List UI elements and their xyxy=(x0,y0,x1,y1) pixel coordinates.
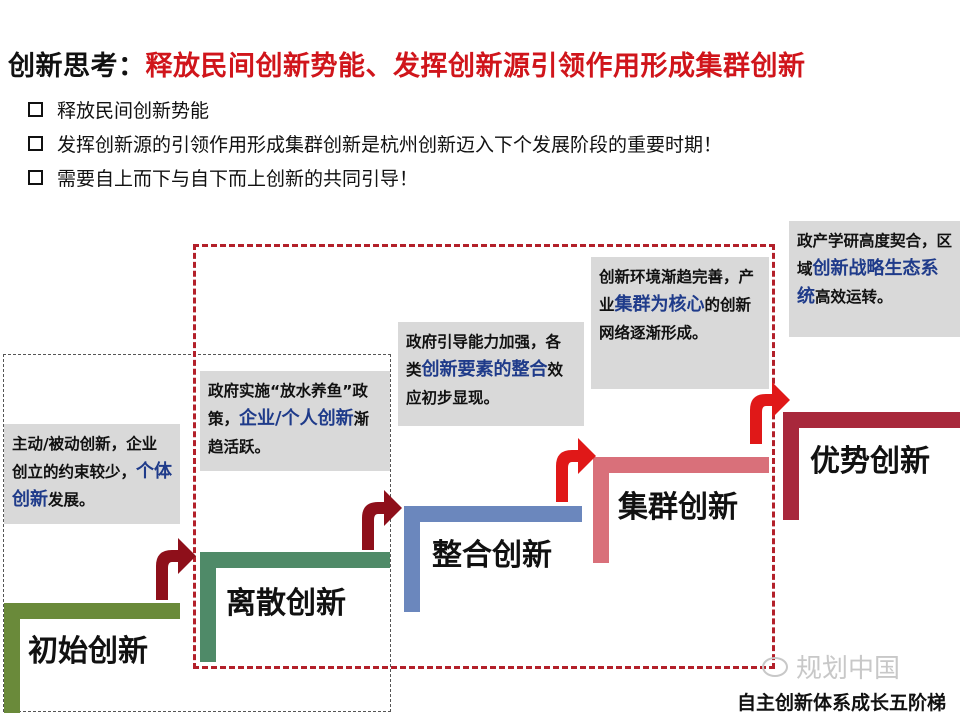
stage-label-3: 整合创新 xyxy=(432,538,552,573)
bullet-item: 释放民间创新势能 xyxy=(28,92,722,126)
step-shape-5 xyxy=(783,412,960,428)
stage-label-5: 优势创新 xyxy=(810,444,930,479)
stage-note-4: 创新环境渐趋完善，产业集群为核心的创新网络逐渐形成。 xyxy=(591,257,769,389)
wechat-icon xyxy=(762,656,788,677)
note-text: 创新环境渐趋完善，产业 xyxy=(599,268,755,314)
curved-up-arrow-icon xyxy=(362,490,402,550)
arrow-path xyxy=(556,438,596,502)
watermark: 规划中国 xyxy=(762,648,900,685)
step-shape-5-post xyxy=(783,412,799,520)
checkbox-square-icon xyxy=(28,101,43,117)
note-text: 发展。 xyxy=(48,491,95,509)
stage-note-3: 政府引导能力加强，各类创新要素的整合效应初步显现。 xyxy=(398,322,584,426)
note-text: 政府引导能力加强，各类 xyxy=(406,333,562,379)
page-title: 创新思考：释放民间创新势能、发挥创新源引领作用形成集群创新 xyxy=(8,44,806,83)
step-shape-3-post xyxy=(404,506,420,612)
stage-label-2: 离散创新 xyxy=(226,586,346,621)
note-text: 政府实施“放水养鱼”政策， xyxy=(208,382,368,428)
step-shape-3 xyxy=(404,506,582,522)
stage-note-5: 政产学研高度契合，区域创新战略生态系统高效运转。 xyxy=(789,221,960,337)
title-lead: 创新思考： xyxy=(8,51,146,82)
diagram-caption: 自主创新体系成长五阶梯 xyxy=(736,692,946,714)
note-text: 的创新网络逐渐形成。 xyxy=(599,296,752,342)
bullet-item: 需要自上而下与自下而上创新的共同引导！ xyxy=(28,160,722,194)
step-shape-2 xyxy=(200,552,390,568)
checkbox-square-icon xyxy=(28,169,43,185)
transition-stage-frame xyxy=(193,244,775,669)
note-text: 主动/被动创新，企业创立的约束较少， xyxy=(12,435,158,481)
note-highlight: 企业/个人创新 xyxy=(239,408,354,429)
bullet-text: 发挥创新源的引领作用形成集群创新是杭州创新迈入下个发展阶段的重要时期！ xyxy=(57,133,723,156)
step-shape-4-post xyxy=(593,457,609,563)
step-shape-1 xyxy=(4,603,180,619)
note-text: 高效运转。 xyxy=(815,288,893,306)
bullet-text: 需要自上而下与自下而上创新的共同引导！ xyxy=(57,167,419,190)
stage-note-1: 主动/被动创新，企业创立的约束较少，个体创新发展。 xyxy=(4,424,180,524)
watermark-text: 规划中国 xyxy=(796,654,901,684)
curved-up-arrow-icon xyxy=(156,538,196,600)
note-highlight: 个体创新 xyxy=(12,461,173,510)
stage-note-2: 政府实施“放水养鱼”政策，企业/个人创新渐趋活跃。 xyxy=(200,371,390,471)
step-shape-4 xyxy=(593,457,769,473)
bullet-text: 释放民间创新势能 xyxy=(57,99,210,122)
checkbox-square-icon xyxy=(28,135,43,151)
stage-label-1: 初始创新 xyxy=(28,634,148,669)
step-shape-1-post xyxy=(4,603,20,713)
note-text: 效应初步显现。 xyxy=(406,361,564,407)
arrow-path xyxy=(750,382,790,444)
note-highlight: 创新要素的整合 xyxy=(421,359,548,380)
curved-up-arrow-icon xyxy=(750,382,790,444)
bullet-item: 发挥创新源的引领作用形成集群创新是杭州创新迈入下个发展阶段的重要时期！ xyxy=(28,126,722,160)
arrow-path xyxy=(362,490,402,550)
note-highlight: 集群为核心 xyxy=(614,294,705,315)
step-shape-2-post xyxy=(200,552,216,662)
bullet-list: 释放民间创新势能 发挥创新源的引领作用形成集群创新是杭州创新迈入下个发展阶段的重… xyxy=(28,92,722,194)
note-text: 渐趋活跃。 xyxy=(208,410,370,456)
early-stage-frame xyxy=(3,354,391,712)
curved-up-arrow-icon xyxy=(556,438,596,502)
note-highlight: 创新战略生态系统 xyxy=(797,258,939,307)
arrow-path xyxy=(156,538,196,600)
note-text: 政产学研高度契合，区域 xyxy=(797,232,953,278)
stage-label-4: 集群创新 xyxy=(618,490,738,525)
title-main: 释放民间创新势能、发挥创新源引领作用形成集群创新 xyxy=(145,51,806,82)
